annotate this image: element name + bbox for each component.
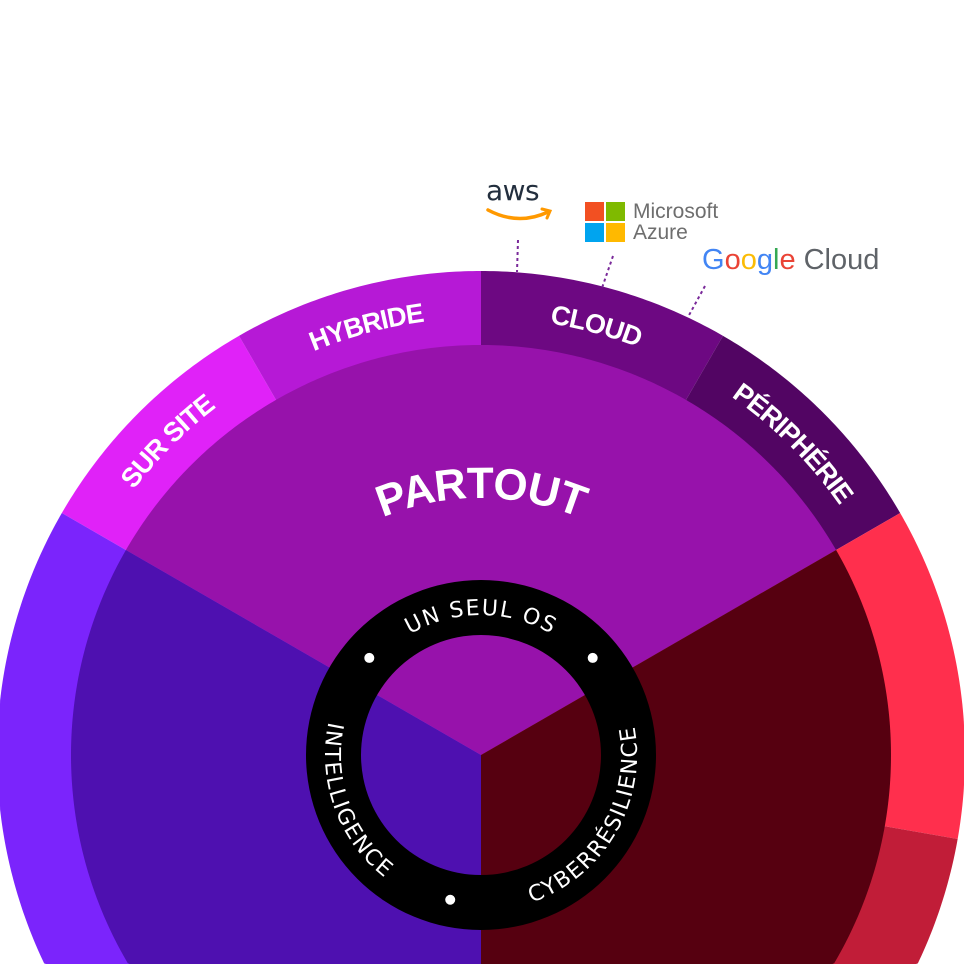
google-connector bbox=[687, 285, 706, 318]
google-cloud-text: Cloud bbox=[803, 244, 880, 276]
google-letter: o bbox=[740, 244, 757, 276]
azure-connector bbox=[601, 255, 614, 289]
ring-separator-dot bbox=[364, 652, 375, 663]
google-letter: e bbox=[779, 244, 796, 276]
azure-text: Azure bbox=[633, 221, 688, 244]
google-letter: o bbox=[724, 244, 741, 276]
ring-separator-dot bbox=[445, 894, 456, 905]
aws-smile-icon bbox=[486, 207, 553, 221]
google-letter: l bbox=[772, 244, 780, 276]
ring-separator-dot bbox=[587, 652, 598, 663]
google-letter: g bbox=[756, 244, 773, 276]
center-ring bbox=[306, 580, 656, 930]
microsoft-windows-icon bbox=[585, 202, 625, 242]
microsoft-azure-logo: Microsoft Azure bbox=[585, 201, 718, 243]
aws-logo: aws bbox=[486, 176, 556, 227]
aws-logo-text: aws bbox=[486, 174, 540, 207]
google-letter: G bbox=[702, 244, 725, 276]
microsoft-text: Microsoft bbox=[633, 200, 719, 223]
aws-connector bbox=[516, 239, 519, 273]
